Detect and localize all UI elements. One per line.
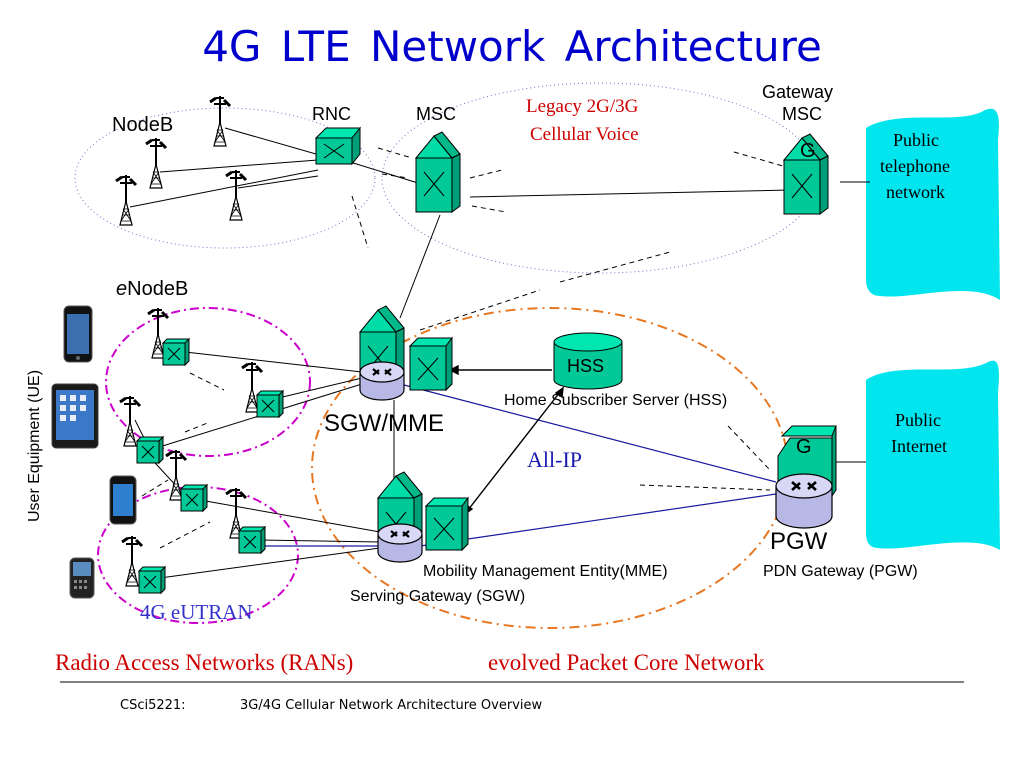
enodeb-switch-4 — [180, 484, 208, 512]
pstn-cloud — [866, 108, 1000, 300]
mme-full-label: Mobility Management Entity(MME) — [423, 563, 668, 580]
footer-topic: 3G/4G Cellular Network Architecture Over… — [240, 698, 543, 713]
pgw-g-label: G — [796, 436, 812, 458]
sgw-mme-label: SGW/MME — [324, 410, 444, 437]
legacy-label-line2: Cellular Voice — [530, 124, 639, 145]
enodeb-switch-3 — [136, 436, 164, 464]
phone-icon — [109, 475, 137, 525]
legacy-tower-3 — [114, 173, 138, 227]
enodeb-tower-3 — [118, 394, 142, 448]
msc-label: MSC — [416, 104, 456, 124]
rnc-switch — [314, 126, 362, 166]
footer-course: CSci5221: — [120, 698, 186, 713]
mme-switch-upper — [408, 336, 453, 392]
pgw-label: PGW — [770, 528, 828, 555]
sgw-pgw-links — [262, 384, 777, 547]
legacy-tower-1 — [208, 94, 232, 148]
rnc-label: RNC — [312, 104, 351, 124]
legacy-dashed-links — [351, 147, 791, 331]
legacy-links — [129, 127, 870, 319]
enodeb-switch-5 — [238, 526, 266, 554]
hss-label: HSS — [567, 356, 605, 376]
blackberry-icon — [69, 557, 95, 599]
ue-label: User Equipment (UE) — [26, 369, 43, 522]
pgw-router — [775, 473, 833, 529]
hss-full-label: Home Subscriber Server (HSS) — [504, 392, 728, 409]
hss-database — [553, 332, 623, 390]
tablet-icon — [51, 383, 99, 449]
lte-dashed-links — [141, 372, 771, 549]
ran-caption: Radio Access Networks (RANs) — [55, 650, 354, 675]
enodeb-switch-2 — [256, 390, 284, 418]
internet-cloud — [866, 360, 1000, 550]
enodeb-switch-6 — [138, 566, 166, 594]
enodeb-label: eNodeB — [116, 278, 188, 301]
enodeb-label-e: e — [116, 278, 128, 300]
eutran-ellipse-lower — [97, 486, 299, 624]
internet-label-line1: Public — [895, 410, 942, 430]
pstn-label-line2: telephone — [880, 156, 950, 176]
sgw-router-upper — [358, 360, 406, 402]
gateway-msc-label-line1: Gateway — [762, 82, 834, 102]
all-ip-label: All-IP — [527, 447, 582, 472]
gateway-msc-label-line2: MSC — [782, 104, 822, 124]
epc-caption: evolved Packet Core Network — [488, 650, 765, 675]
legacy-ran-ellipse — [74, 107, 376, 249]
msc-building — [415, 131, 461, 213]
legacy-tower-2 — [144, 136, 168, 190]
eutran-label: 4G eUTRAN — [140, 600, 253, 624]
smartphone-icon — [63, 305, 93, 363]
eutran-ellipse-upper — [105, 307, 311, 457]
nodeb-label: NodeB — [112, 114, 174, 136]
gateway-g-label: G — [800, 140, 816, 162]
internet-label-line2: Internet — [891, 436, 947, 456]
slide-title: 4G LTE Network Architecture — [202, 22, 822, 71]
mme-switch-lower — [424, 496, 469, 552]
sgw-full-label: Serving Gateway (SGW) — [350, 588, 526, 605]
pgw-full-label: PDN Gateway (PGW) — [763, 563, 918, 580]
hss-links — [448, 364, 564, 516]
pstn-label-line1: Public — [893, 130, 940, 150]
pstn-label-line3: network — [886, 182, 945, 202]
sgw-router-lower — [376, 522, 424, 564]
legacy-tower-4 — [224, 168, 248, 222]
legacy-label-line1: Legacy 2G/3G — [526, 96, 639, 117]
enodeb-switch-1 — [162, 338, 190, 366]
enodeb-label-rest: NodeB — [127, 278, 189, 300]
